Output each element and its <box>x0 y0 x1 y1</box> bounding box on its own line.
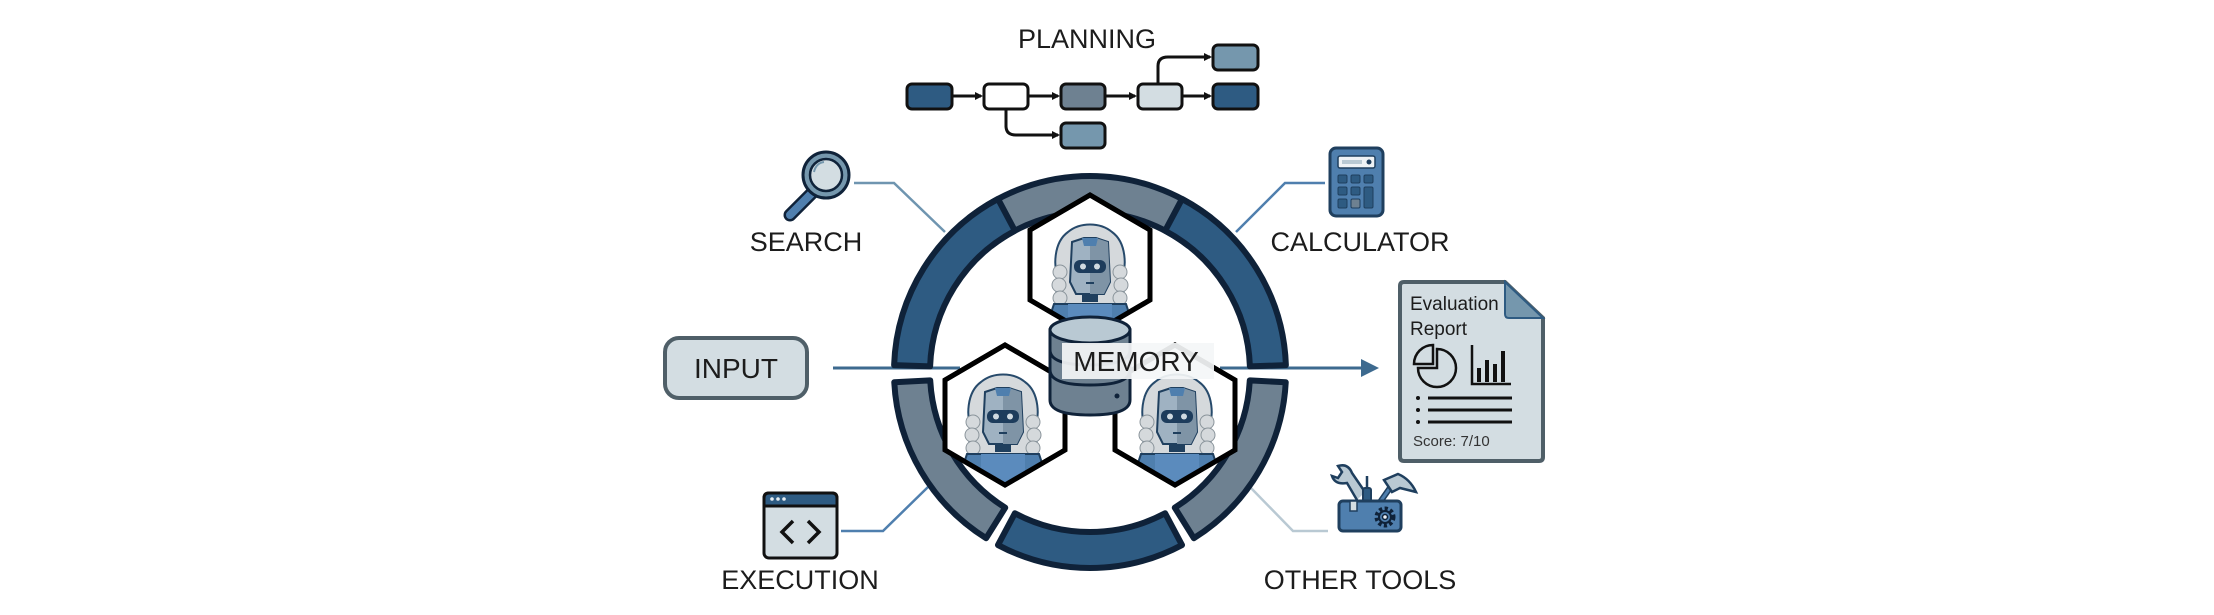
planning-flow <box>905 43 1260 150</box>
plan-step-2 <box>982 82 1030 111</box>
report-title-line2: Report <box>1410 319 1468 340</box>
robot-judge-icon <box>962 373 1044 485</box>
calculator-label: CALCULATOR <box>1270 227 1449 257</box>
code-window-icon <box>762 491 839 560</box>
other-tools-label: OTHER TOOLS <box>1264 565 1457 595</box>
plan-step-3 <box>1059 82 1107 111</box>
search-label: SEARCH <box>750 227 863 257</box>
plan-step-3b <box>1059 121 1107 150</box>
ring-segment-bottom-left <box>891 377 1009 542</box>
agent-ring <box>891 173 1289 571</box>
bullet-list-icon <box>1416 396 1512 424</box>
ring-segment-bottom-right <box>1171 377 1289 542</box>
ring-segment-top-left <box>891 195 1018 370</box>
other-tools-connector <box>1249 486 1328 533</box>
input-box <box>663 336 809 400</box>
ring-segment-bottom <box>994 510 1186 571</box>
document-fold <box>1504 279 1546 319</box>
planning-label: PLANNING <box>1018 24 1156 54</box>
gear-icon <box>1374 506 1396 528</box>
memory-label: MEMORY <box>1073 346 1199 377</box>
plan-step-5b <box>1211 82 1260 111</box>
calculator-tool: CALCULATOR <box>1270 146 1450 257</box>
memory-label-bg <box>1062 343 1214 379</box>
memory-database: MEMORY <box>1048 315 1214 417</box>
plan-step-4 <box>1136 82 1184 111</box>
calculator-connector <box>1235 181 1325 233</box>
execution-tool: EXECUTION <box>721 491 879 595</box>
plan-arrow-branch-up <box>1156 53 1212 83</box>
other-tools-tool: OTHER TOOLS <box>1264 464 1457 595</box>
ring-segment-top-right <box>1162 195 1289 370</box>
plan-arrow-branch-down <box>1004 109 1060 139</box>
robot-judge-icon <box>1136 373 1218 485</box>
calculator-icon <box>1328 146 1385 218</box>
report-title-line1: Evaluation <box>1410 294 1499 315</box>
search-tool: SEARCH <box>750 150 863 257</box>
report-score: Score: 7/10 <box>1413 433 1490 450</box>
execution-connector <box>841 486 929 533</box>
magnifier-icon <box>783 150 851 222</box>
toolbox-icon <box>1330 464 1419 533</box>
input-node: INPUT <box>663 336 809 400</box>
plan-step-1 <box>905 82 954 111</box>
execution-label: EXECUTION <box>721 565 879 595</box>
plan-step-5a <box>1211 43 1260 72</box>
input-label: INPUT <box>694 353 778 384</box>
search-connector <box>854 181 946 233</box>
evaluation-report: Evaluation Report Score: 7/10 <box>1398 279 1546 463</box>
pie-chart-icon <box>1412 343 1458 389</box>
bar-chart-icon <box>1470 345 1511 386</box>
